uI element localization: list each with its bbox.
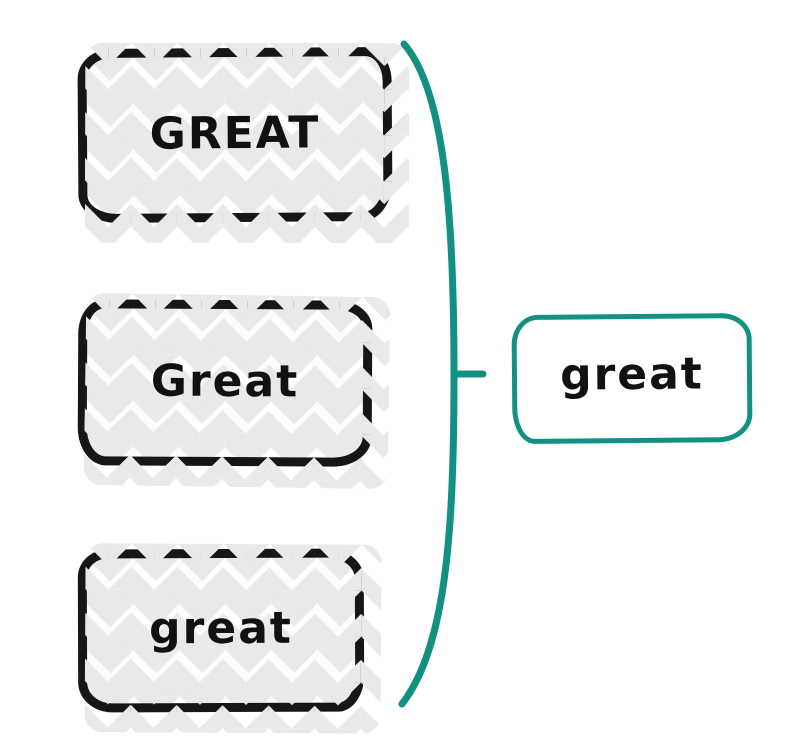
variant-box-uppercase: GREAT	[77, 46, 393, 224]
variant-label-capitalized: Great	[150, 355, 300, 407]
curly-brace-icon	[398, 40, 487, 708]
variant-label-uppercase: GREAT	[149, 106, 321, 160]
normalized-label: great	[559, 348, 705, 401]
normalized-box: great	[511, 312, 753, 445]
variant-box-lowercase: great	[77, 548, 365, 713]
variant-box-capitalized: Great	[77, 299, 373, 467]
variant-label-lowercase: great	[149, 602, 293, 655]
